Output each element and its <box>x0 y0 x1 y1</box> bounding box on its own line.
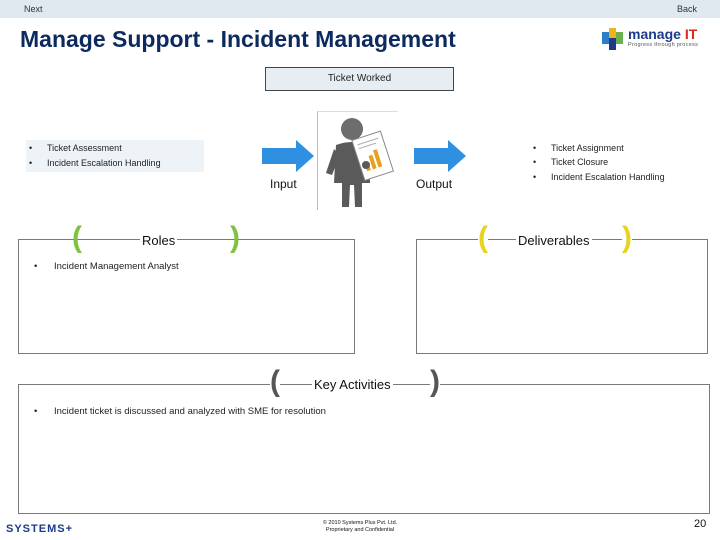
deliverables-heading: Deliverables <box>516 233 592 248</box>
logo-wordmark: manage IT <box>628 26 697 42</box>
output-label: Output <box>416 177 453 191</box>
roles-item-label: Incident Management Analyst <box>54 261 179 272</box>
cube-cluster-icon <box>602 28 623 50</box>
bullet-dot: • <box>34 261 38 272</box>
systems-plus-logo: SYSTEMS+ <box>6 523 73 535</box>
input-arrow-icon <box>262 140 314 172</box>
logo-tagline: Progress through process <box>628 42 699 48</box>
bullet-dot: • <box>533 172 537 182</box>
key-activities-box <box>18 384 710 514</box>
page-title: Manage Support - Incident Management <box>20 26 456 52</box>
figure-frame <box>317 111 398 210</box>
roles-box <box>18 239 355 354</box>
output-item: • Ticket Assignment <box>533 143 624 153</box>
deliverables-box <box>416 239 708 354</box>
key-activities-item: • Incident ticket is discussed and analy… <box>34 406 326 417</box>
input-item-label: Ticket Assessment <box>47 143 122 153</box>
page-number: 20 <box>694 518 707 530</box>
deliverables-left-bracket-icon: ( <box>478 221 488 254</box>
input-items-panel <box>26 140 204 172</box>
output-item: • Incident Escalation Handling <box>533 172 665 182</box>
copyright-line-1: © 2010 Systems Plus Pvt. Ltd. <box>322 520 398 526</box>
roles-left-bracket-icon: ( <box>72 221 82 254</box>
input-item-label: Incident Escalation Handling <box>47 158 161 168</box>
key-activities-left-bracket-icon: ( <box>270 365 280 398</box>
output-arrow-icon <box>414 140 466 172</box>
bullet-dot: • <box>29 143 33 153</box>
bullet-dot: • <box>29 158 33 168</box>
systems-brand-suffix: + <box>65 523 74 535</box>
bullet-dot: • <box>533 143 537 153</box>
bullet-dot: • <box>34 406 38 417</box>
person-with-report-icon <box>326 118 394 207</box>
output-item-label: Ticket Closure <box>551 157 609 167</box>
input-label: Input <box>270 177 297 191</box>
manage-it-logo: manage IT Progress through process <box>600 26 710 54</box>
systems-brand: SYSTEMS <box>6 523 66 535</box>
copyright-line-2: Proprietary and Confidential <box>325 527 395 533</box>
logo-brand-accent: IT <box>684 26 698 42</box>
roles-right-bracket-icon: ) <box>230 221 240 254</box>
key-activities-right-bracket-icon: ) <box>430 365 440 398</box>
input-item: • Ticket Assessment <box>29 143 122 153</box>
output-item: • Ticket Closure <box>533 157 609 167</box>
output-item-label: Ticket Assignment <box>551 143 624 153</box>
next-link[interactable]: Next <box>24 4 43 14</box>
output-item-label: Incident Escalation Handling <box>551 172 665 182</box>
deliverables-right-bracket-icon: ) <box>622 221 632 254</box>
key-activities-heading: Key Activities <box>312 377 393 392</box>
input-item: • Incident Escalation Handling <box>29 158 161 168</box>
top-nav-bar <box>0 0 720 18</box>
roles-item: • Incident Management Analyst <box>34 261 179 272</box>
key-activities-item-label: Incident ticket is discussed and analyze… <box>54 406 326 417</box>
roles-heading: Roles <box>140 233 178 248</box>
ticket-worked-box: Ticket Worked <box>265 67 454 91</box>
back-link[interactable]: Back <box>677 4 698 14</box>
logo-brand-main: manage <box>628 26 681 42</box>
footer-copyright: © 2010 Systems Plus Pvt. Ltd. Proprietar… <box>295 520 425 534</box>
bullet-dot: • <box>533 157 537 167</box>
